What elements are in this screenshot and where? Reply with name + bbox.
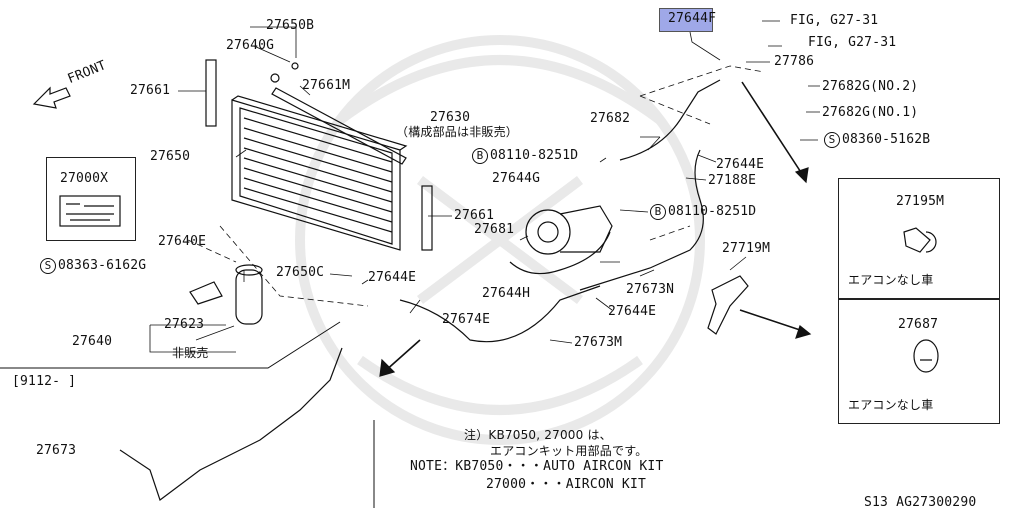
label-27640[interactable]: 27640 — [72, 334, 113, 349]
label-27630-note: （構成部品は非販売） — [396, 125, 519, 139]
note-line-3: NOTE：KB7050・・・AUTO AIRCON KIT — [410, 459, 664, 474]
label-27661-mid[interactable]: 27661 — [454, 208, 495, 223]
label-27682G-no2[interactable]: 27682G(NO.2) — [822, 79, 919, 94]
label-08110-8251D-a[interactable]: 08110-8251D — [490, 148, 579, 163]
label-27681[interactable]: 27681 — [474, 222, 515, 237]
hose-27644E — [579, 149, 704, 291]
bracket-27719M — [707, 275, 749, 335]
label-27687[interactable]: 27687 — [898, 317, 939, 332]
note-line-4: 27000・・・AIRCON KIT — [486, 477, 646, 492]
label-27682[interactable]: 27682 — [590, 111, 631, 126]
side-rail-left — [205, 59, 217, 127]
grommet-27195M — [903, 227, 937, 253]
label-27650[interactable]: 27650 — [150, 149, 191, 164]
label-27674E[interactable]: 27674E — [442, 312, 491, 327]
side-rail-right — [421, 185, 433, 251]
label-fig-2[interactable]: FIG, G27-31 — [808, 35, 897, 50]
no-aircon-box-lower — [838, 298, 1000, 424]
front-arrow — [32, 86, 71, 109]
circle-s-08363: S — [40, 258, 56, 274]
label-27640E[interactable]: 27640E — [158, 234, 207, 249]
caption-no-aircon-lower: エアコンなし車 — [848, 398, 934, 412]
pipe-27673M — [399, 285, 601, 343]
compressor — [525, 205, 613, 255]
note-line-2: エアコンキット用部品です。 — [490, 444, 648, 458]
arrow-to-lower-box — [739, 309, 807, 333]
label-nonsale-27623: 非販売 — [172, 346, 209, 360]
label-27623[interactable]: 27623 — [164, 317, 205, 332]
label-27195M[interactable]: 27195M — [896, 194, 945, 209]
kit-box-27000X — [46, 157, 136, 241]
label-27673N[interactable]: 27673N — [626, 282, 675, 297]
label-27644E-a[interactable]: 27644E — [368, 270, 417, 285]
label-27661-top[interactable]: 27661 — [130, 83, 171, 98]
arrow-to-upper-box — [741, 81, 807, 181]
label-27682G-no1[interactable]: 27682G(NO.1) — [822, 105, 919, 120]
label-27644E-b[interactable]: 27644E — [608, 304, 657, 319]
hose-27682 — [619, 79, 721, 161]
label-27673[interactable]: 27673 — [36, 443, 77, 458]
label-08360-5162B[interactable]: 08360-5162B — [842, 132, 931, 147]
label-27000X[interactable]: 27000X — [60, 171, 109, 186]
label-08110-8251D-b[interactable]: 08110-8251D — [668, 204, 757, 219]
date-range: [9112- ] — [12, 374, 77, 389]
label-27644G[interactable]: 27644G — [492, 171, 541, 186]
label-27650C[interactable]: 27650C — [276, 265, 325, 280]
label-27640G[interactable]: 27640G — [226, 38, 275, 53]
pipe-27673 — [119, 347, 343, 501]
highlight-27644F — [659, 8, 713, 32]
circle-b-08110-b: B — [650, 204, 666, 220]
label-plate-27000X — [59, 195, 121, 227]
footer-code: S13 AG27300290 — [864, 495, 977, 510]
label-27644F[interactable]: 27644F — [668, 11, 717, 26]
label-27188E[interactable]: 27188E — [708, 173, 757, 188]
label-27661M[interactable]: 27661M — [302, 78, 351, 93]
label-fig-1[interactable]: FIG, G27-31 — [790, 13, 879, 28]
label-27644H[interactable]: 27644H — [482, 286, 531, 301]
arrow-down-left — [383, 339, 421, 373]
top-seal — [271, 87, 407, 165]
inset-divider — [0, 321, 375, 508]
note-line-1: 注）KB7050, 27000 は、 — [464, 428, 612, 442]
no-aircon-box-upper — [838, 178, 1000, 300]
label-27673M[interactable]: 27673M — [574, 335, 623, 350]
circle-b-08110-a: B — [472, 148, 488, 164]
receiver-drier — [189, 264, 263, 325]
label-08363-6162G[interactable]: 08363-6162G — [58, 258, 147, 273]
label-27786[interactable]: 27786 — [774, 54, 815, 69]
caption-no-aircon-upper: エアコンなし車 — [848, 273, 934, 287]
circle-s-08360: S — [824, 132, 840, 148]
hose-27644H — [509, 231, 611, 275]
grommet-27687 — [913, 339, 939, 373]
label-27644E-c[interactable]: 27644E — [716, 157, 765, 172]
label-27719M[interactable]: 27719M — [722, 241, 771, 256]
label-27630[interactable]: 27630 — [430, 110, 471, 125]
label-27650B[interactable]: 27650B — [266, 18, 315, 33]
